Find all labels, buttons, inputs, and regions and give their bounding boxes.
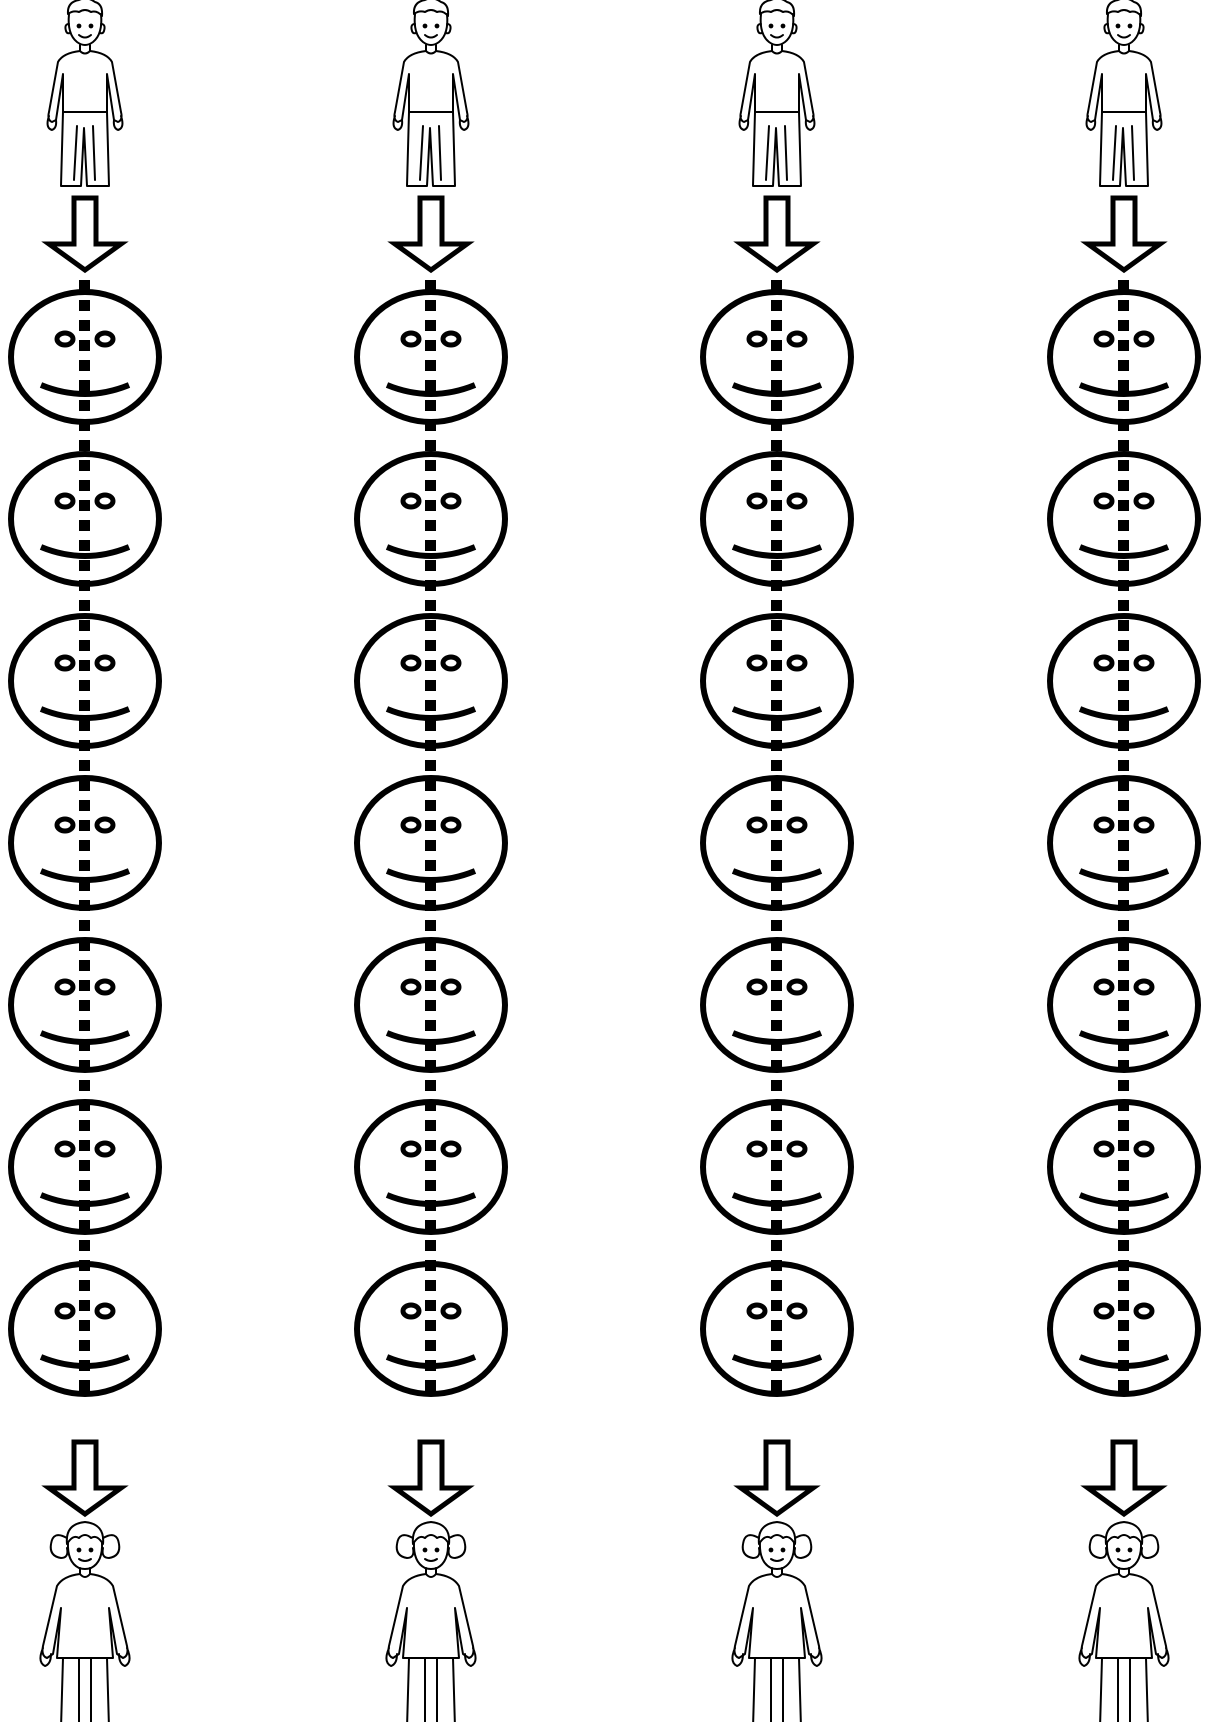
- arrow-down-icon: [49, 198, 121, 270]
- arrow-down-icon: [395, 198, 467, 270]
- arrow-down-icon: [1088, 1442, 1160, 1514]
- boy-icon: [740, 0, 815, 186]
- arrow-down-icon: [395, 1442, 467, 1514]
- column-3: [703, 0, 851, 1722]
- boy-icon: [48, 0, 123, 186]
- columns-layer: [11, 0, 1198, 1722]
- column-4: [1050, 0, 1198, 1722]
- column-2: [357, 0, 505, 1722]
- arrow-down-icon: [1088, 198, 1160, 270]
- girl-icon: [386, 1522, 475, 1722]
- arrow-down-icon: [49, 1442, 121, 1514]
- boy-icon: [394, 0, 469, 186]
- arrow-down-icon: [741, 1442, 813, 1514]
- girl-icon: [40, 1522, 129, 1722]
- column-1: [11, 0, 159, 1722]
- arrow-down-icon: [741, 198, 813, 270]
- boy-icon: [1087, 0, 1162, 186]
- girl-icon: [732, 1522, 821, 1722]
- girl-icon: [1079, 1522, 1168, 1722]
